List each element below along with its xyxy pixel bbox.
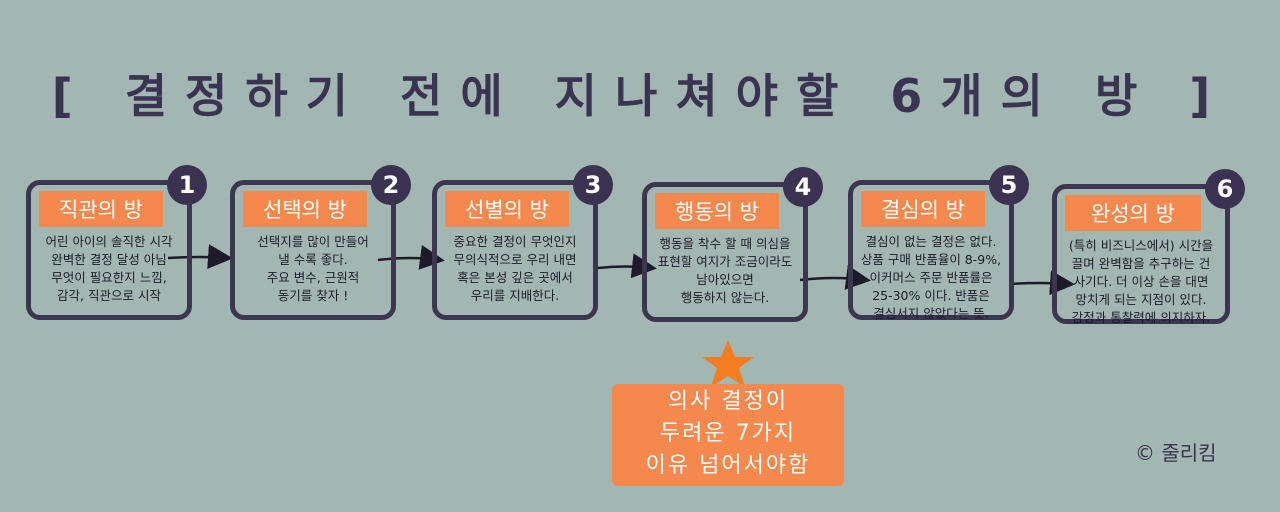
- room-description: 중요한 결정이 무엇인지 무의식적으로 우리 내면 혹은 본성 깊은 곳에서 우…: [453, 234, 577, 303]
- room-number-badge: 1: [167, 165, 207, 205]
- room-3: 선별의 방 3 중요한 결정이 무엇인지 무의식적으로 우리 내면 혹은 본성 …: [432, 165, 613, 320]
- room-description: (특히 비즈니스에서) 시간을 끌며 완벽함을 추구하는 건 사기다. 더 이상…: [1068, 238, 1214, 325]
- arrow-1-2: [167, 244, 233, 270]
- room-description: 어린 아이의 솔직한 시각 완벽한 결정 달성 아님 무엇이 필요한지 느낌, …: [45, 234, 173, 303]
- room-description: 행동을 착수 할 때 의심을 표현할 여지가 조금이라도 남아있으면 행동하지 …: [657, 236, 793, 305]
- room-label: 행동의 방: [655, 193, 779, 229]
- room-6: 완성의 방 6 (특히 비즈니스에서) 시간을 끌며 완벽함을 추구하는 건 사…: [1052, 169, 1245, 325]
- room-number-badge: 6: [1205, 169, 1245, 209]
- page-title: [ 결정하기 전에 지나쳐야할 6개의 방 ]: [51, 69, 1229, 123]
- room-label: 완성의 방: [1065, 195, 1201, 231]
- room-label: 직관의 방: [39, 191, 163, 227]
- room-description: 선택지를 많이 만들어 낼 수록 좋다. 주요 변수, 근원적 동기를 찾자 !: [257, 234, 369, 303]
- room-number-badge: 3: [573, 165, 613, 205]
- room-label: 결심의 방: [861, 191, 985, 227]
- room-number-badge: 5: [989, 165, 1029, 205]
- room-number-badge: 2: [371, 165, 411, 205]
- arrow-3-4: [597, 253, 657, 279]
- room-1: 직관의 방 1 어린 아이의 솔직한 시각 완벽한 결정 달성 아님 무엇이 필…: [26, 165, 207, 320]
- room-description: 결심이 없는 결정은 없다. 상품 구매 반품율이 8-9%, 이커머스 주문 …: [860, 234, 1002, 321]
- room-number-badge: 4: [783, 167, 823, 207]
- copyright-text: © 줄리킴: [1135, 441, 1217, 465]
- room-5: 결심의 방 5 결심이 없는 결정은 없다. 상품 구매 반품율이 8-9%, …: [848, 165, 1029, 321]
- room-2: 선택의 방 2 선택지를 많이 만들어 낼 수록 좋다. 주요 변수, 근원적 …: [230, 165, 411, 320]
- callout-box: 의사 결정이 두려운 7가지 이유 넘어서야함: [612, 384, 844, 486]
- arrow-5-6: [1009, 270, 1075, 296]
- room-label: 선별의 방: [445, 191, 569, 227]
- room-label: 선택의 방: [243, 191, 367, 227]
- star-icon: [702, 340, 754, 387]
- room-4: 행동의 방 4 행동을 착수 할 때 의심을 표현할 여지가 조금이라도 남아있…: [642, 167, 823, 322]
